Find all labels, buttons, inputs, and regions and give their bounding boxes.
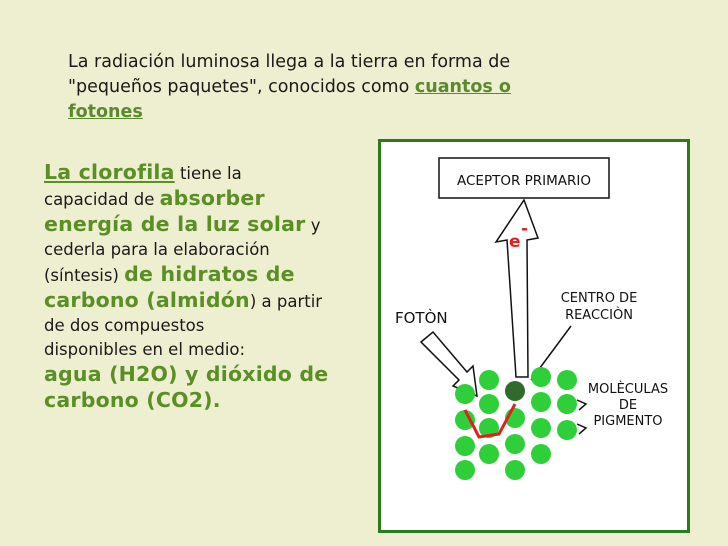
almidon-term: carbono (almidón	[44, 288, 250, 312]
body-text-4: cederla para la elaboración	[44, 240, 270, 259]
absorber-term: absorber	[159, 186, 265, 210]
pigment-molecule	[455, 436, 475, 456]
body-text-3: y	[305, 216, 321, 235]
pigment-molecule	[455, 410, 475, 430]
aceptor-label: ACEPTOR PRIMARIO	[457, 173, 591, 189]
body-text-7: de dos compuestos	[44, 316, 205, 335]
moleculas-label-1: MOLÈCULAS	[588, 381, 668, 397]
pigment-molecule	[505, 460, 525, 480]
pigment-molecule	[455, 384, 475, 404]
intro-line-2: "pequeños paquetes", conocidos como	[68, 77, 410, 97]
body-text-5: (síntesis)	[44, 266, 119, 285]
pigment-molecule	[505, 434, 525, 454]
pigment-molecule	[531, 367, 551, 387]
body-text-6: ) a partir	[249, 292, 323, 311]
cuantos-link[interactable]: cuantos o	[414, 77, 511, 97]
pigment-molecule	[479, 394, 499, 414]
pigment-molecule	[531, 444, 551, 464]
electron-charge: -	[521, 219, 528, 239]
pigment-molecule	[479, 444, 499, 464]
pigment-pointer-2	[576, 423, 588, 435]
pigment-molecule	[479, 370, 499, 390]
moleculas-label-2: DE	[619, 398, 637, 413]
clorofila-term: La clorofila	[44, 160, 175, 184]
reaction-center-molecule	[505, 381, 525, 401]
pigment-molecule	[455, 460, 475, 480]
photosystem-svg: ACEPTOR PRIMARIO e - FOTÒN CENTRO DE REA…	[395, 157, 668, 480]
body-text-8: disponibles en el medio:	[44, 340, 246, 359]
body-text-1: tiene la	[174, 164, 242, 183]
intro-paragraph: La radiación luminosa llega a la tierra …	[68, 50, 628, 125]
moleculas-label-3: PIGMENTO	[593, 414, 662, 429]
co2-term: carbono (CO2).	[44, 388, 221, 412]
intro-line-1: La radiación luminosa llega a la tierra …	[68, 52, 511, 72]
pigment-molecule	[557, 420, 577, 440]
centro-label-2: REACCIÒN	[565, 307, 633, 323]
pigment-molecule	[531, 392, 551, 412]
energy-transfer-path	[463, 403, 517, 439]
pigment-molecule	[557, 370, 577, 390]
centro-label-1: CENTRO DE	[561, 291, 638, 306]
pigment-molecule	[531, 418, 551, 438]
agua-term: agua (H2O) y dióxido de	[44, 362, 329, 386]
clorofila-paragraph: La clorofila tiene la capacidad de absor…	[44, 160, 364, 414]
electron-arrow	[494, 198, 540, 378]
fotones-link[interactable]: fotones	[68, 102, 143, 122]
hidratos-term: de hidratos de	[124, 262, 295, 286]
pigment-molecule	[557, 394, 577, 414]
pigment-pointer-1	[576, 399, 588, 411]
energia-term: energía de la luz solar	[44, 212, 306, 236]
electron-label: e	[509, 232, 521, 252]
body-text-2: capacidad de	[44, 190, 155, 209]
aceptor-box	[438, 157, 610, 199]
photosystem-diagram: ACEPTOR PRIMARIO e - FOTÒN CENTRO DE REA…	[378, 139, 690, 533]
foton-arrow	[419, 330, 478, 398]
pigment-molecule	[479, 418, 499, 438]
foton-label: FOTÒN	[395, 308, 448, 327]
